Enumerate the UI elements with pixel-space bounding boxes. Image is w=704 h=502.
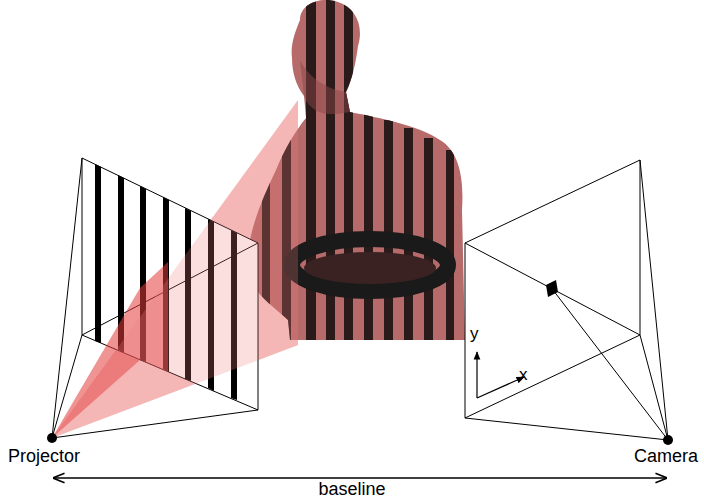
light-cone-overlay [52,100,298,438]
axis-label: x [519,366,528,385]
axis-label: y [470,325,479,344]
device-label: Projector [8,447,80,467]
light-cone [52,100,298,438]
camera-frustum [465,160,668,440]
image-axes [477,352,524,398]
baseline-label: baseline [318,480,385,500]
camera-center [663,435,673,445]
projector-center [47,433,57,443]
camera-pixel [546,280,558,297]
baseline-arrow [54,477,666,478]
device-label: Camera [634,447,698,467]
